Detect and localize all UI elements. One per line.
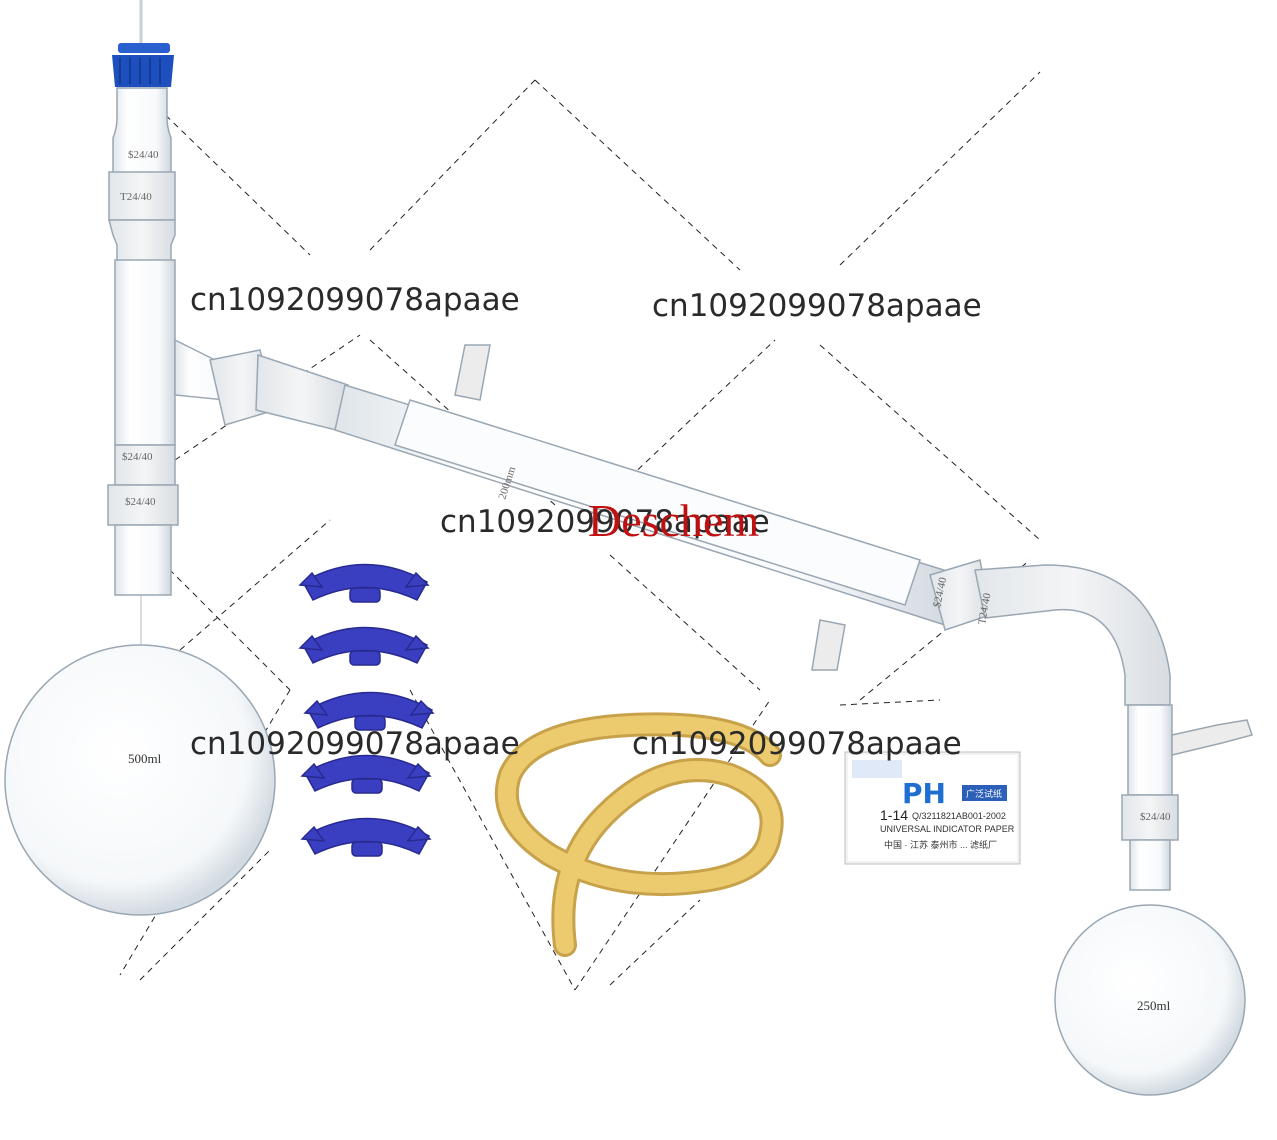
head-bottom-joint-label: $24/40 (122, 451, 153, 463)
keck-clamps (298, 563, 435, 857)
ph-subtitle: UNIVERSAL INDICATOR PAPER (880, 824, 1015, 834)
vacuum-adapter: $24/40 T24/40 $24/40 (929, 559, 1253, 841)
receiver-joint-label: $24/40 (1140, 811, 1171, 823)
watermark-text: cn1092099078apaae (190, 282, 520, 318)
round-bottom-flask-250ml: 250ml (1054, 839, 1246, 1096)
round-bottom-flask-500ml: $24/40 500ml (4, 484, 276, 916)
ph-maker: 中国 · 江苏 泰州市 ... 滤纸厂 (884, 839, 997, 850)
flask-joint-label: $24/40 (125, 496, 156, 508)
adapter-joint-label: $24/40 (128, 149, 159, 161)
side-arm-joint (209, 349, 349, 431)
ph-title: PH (902, 777, 946, 810)
ph-badge: 广泛试纸 (966, 788, 1002, 799)
head-top-joint-label: T24/40 (120, 191, 152, 203)
ph-range: 1-14 (880, 807, 908, 823)
adapter-joint-label-2: T24/40 (976, 592, 993, 626)
brand-name: Deschem (588, 495, 760, 546)
watermark-text: cn1092099078apaae (190, 726, 520, 762)
watermark-text: cn1092099078apaae (652, 288, 982, 324)
flask-large-volume: 500ml (128, 751, 162, 766)
flask-small-volume: 250ml (1137, 998, 1171, 1013)
distillation-head: T24/40 $24/40 (108, 191, 236, 486)
ph-standard: Q/3211821AB001-2002 (912, 811, 1006, 821)
watermark-text: cn1092099078apaae (632, 726, 962, 762)
rubber-tubing (494, 712, 784, 957)
ph-indicator-paper-box: PH 广泛试纸 1-14 Q/3211821AB001-2002 UNIVERS… (844, 751, 1021, 865)
watermark-text: cn1092099078apaae (440, 504, 770, 540)
screw-cap (112, 43, 174, 87)
